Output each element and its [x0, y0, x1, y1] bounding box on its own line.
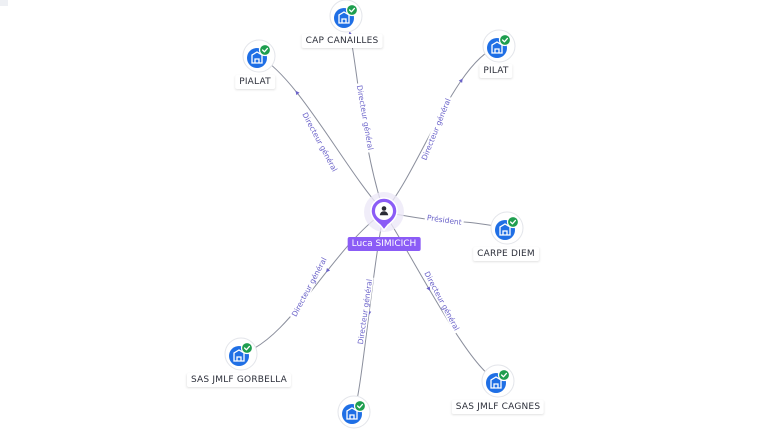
edge-label-bg — [299, 109, 340, 175]
edge-role-label: Directeur général — [355, 84, 375, 150]
edge-label-bg — [419, 95, 453, 164]
verified-check-icon — [498, 33, 512, 47]
company-building-icon — [338, 11, 350, 24]
verified-check-icon — [345, 3, 359, 17]
edge-label-bg — [356, 276, 374, 347]
company-node[interactable] — [490, 211, 524, 245]
relationship-edge — [258, 55, 385, 213]
company-building-icon — [233, 349, 245, 362]
edge-label-bg — [424, 213, 465, 227]
company-building-icon — [491, 41, 503, 54]
company-building-icon — [346, 407, 358, 420]
company-name-label[interactable]: SAS JMLF GORBELLA — [186, 373, 292, 387]
company-node[interactable] — [329, 0, 363, 33]
nodes-layer — [224, 0, 524, 429]
company-node[interactable] — [337, 395, 371, 429]
edge-label-bg — [421, 268, 462, 334]
edge-role-label: Président — [426, 213, 462, 227]
edge-arrow-icon — [426, 286, 431, 291]
edge-label-bg — [354, 82, 375, 153]
corner-mark — [0, 0, 8, 6]
company-node[interactable] — [242, 39, 276, 73]
verified-check-icon — [258, 43, 272, 57]
edge-arrow-icon — [325, 268, 331, 273]
edge-role-label: Directeur général — [356, 279, 374, 345]
company-name-label[interactable]: PILAT — [479, 64, 513, 78]
company-name-label[interactable]: CARPE DIEM — [473, 247, 539, 261]
edge-arrow-icon — [458, 78, 463, 83]
company-name-label[interactable]: SAS JMLF CAGNES — [451, 400, 545, 414]
person-marker-inner — [375, 202, 393, 220]
company-building-icon — [251, 51, 263, 64]
edge-label-bg — [289, 254, 330, 320]
edge-role-label: Directeur général — [420, 97, 453, 161]
company-node[interactable] — [224, 337, 258, 371]
verified-check-icon — [506, 215, 520, 229]
company-name-label[interactable]: PIALAT — [235, 75, 275, 89]
edge-role-label: Directeur général — [422, 270, 461, 332]
company-node[interactable] — [481, 364, 515, 398]
company-node[interactable] — [482, 29, 516, 63]
verified-check-icon — [353, 399, 367, 413]
company-name-label[interactable]: CAP CANAILLES — [301, 34, 383, 48]
verified-check-icon — [497, 368, 511, 382]
edge-role-label: Directeur général — [290, 256, 329, 318]
edge-role-label: Directeur général — [300, 111, 339, 173]
person-name-label[interactable]: Luca SIMICICH — [347, 237, 421, 251]
company-building-icon — [499, 223, 511, 236]
person-icon — [379, 206, 389, 216]
edge-arrow-icon — [295, 90, 300, 96]
company-building-icon — [490, 376, 502, 389]
verified-check-icon — [240, 341, 254, 355]
person-node[interactable] — [364, 192, 404, 232]
